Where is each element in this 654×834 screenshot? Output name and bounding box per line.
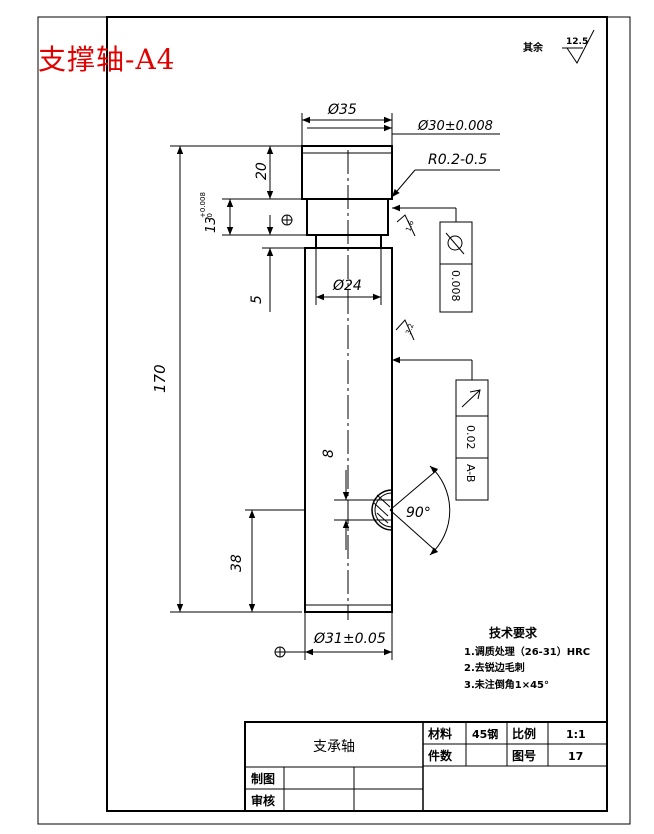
scale-value: 1:1 bbox=[566, 728, 586, 741]
dim-diameter-30: Ø30±0.008 bbox=[417, 119, 493, 134]
dim-length-20: 20 bbox=[254, 162, 270, 180]
inner-frame bbox=[106, 16, 608, 812]
checked-by-label: 审核 bbox=[251, 793, 275, 808]
quantity-label: 件数 bbox=[428, 748, 453, 763]
roughness-mark-lower-value: 3.2 bbox=[404, 322, 415, 335]
material-value: 45钢 bbox=[472, 727, 498, 741]
roughness-mark-upper-icon bbox=[396, 214, 416, 237]
scale-label: 比例 bbox=[512, 726, 536, 741]
drawing-number-label: 图号 bbox=[512, 748, 536, 763]
tolerance-frame-2-value: 0.02 bbox=[464, 425, 477, 450]
drawn-by-label: 制图 bbox=[251, 771, 275, 786]
title-block bbox=[244, 721, 608, 812]
dim-length-38: 38 bbox=[229, 554, 245, 572]
tech-requirement-3: 3.未注倒角1×45° bbox=[464, 678, 549, 691]
dim-13-tol-upper: +0.008 bbox=[199, 192, 207, 218]
tolerance-frame-2-datum: A-B bbox=[464, 464, 477, 482]
dim-keyway-8: 8 bbox=[321, 449, 337, 458]
dim-diameter-31: Ø31±0.05 bbox=[313, 631, 386, 647]
material-label: 材料 bbox=[427, 726, 452, 741]
dim-angle-90: 90° bbox=[406, 505, 431, 521]
dim-fillet-radius: R0.2-0.5 bbox=[428, 152, 487, 168]
dim-diameter-35: Ø35 bbox=[327, 102, 357, 118]
tolerance-frame-1-value: 0.008 bbox=[449, 270, 462, 302]
datum-b-icon bbox=[274, 646, 286, 658]
surface-roughness-value: 12.5 bbox=[566, 37, 588, 47]
tolerance-frame-runout bbox=[392, 356, 489, 501]
tech-requirement-1: 1.调质处理（26-31）HRC bbox=[464, 645, 590, 658]
dim-13-tol-lower: -0 bbox=[206, 213, 214, 220]
keyway-section bbox=[371, 465, 451, 556]
drawing-number-value: 17 bbox=[568, 750, 583, 763]
tolerance-frame-cylindricity bbox=[392, 204, 473, 313]
tech-requirement-2: 2.去锐边毛刺 bbox=[464, 661, 525, 674]
dimension-lines bbox=[170, 113, 500, 660]
dim-length-5: 5 bbox=[249, 295, 265, 304]
roughness-mark-lower-icon bbox=[395, 319, 415, 341]
roughness-mark-upper-value: 1.6 bbox=[404, 219, 416, 233]
dim-length-170: 170 bbox=[151, 364, 169, 393]
surface-note-label: 其余 bbox=[523, 41, 544, 54]
dim-diameter-24: Ø24 bbox=[332, 278, 362, 294]
tech-requirements-heading: 技术要求 bbox=[489, 625, 538, 640]
roughness-symbol-icon bbox=[562, 29, 595, 64]
dim-length-13: 13 bbox=[204, 216, 219, 233]
datum-a-icon bbox=[281, 214, 293, 226]
shaft-outline bbox=[301, 145, 393, 613]
sheet-title: 支撑轴-A4 bbox=[38, 43, 176, 76]
part-name: 支承轴 bbox=[313, 739, 355, 755]
outer-border bbox=[37, 16, 631, 825]
